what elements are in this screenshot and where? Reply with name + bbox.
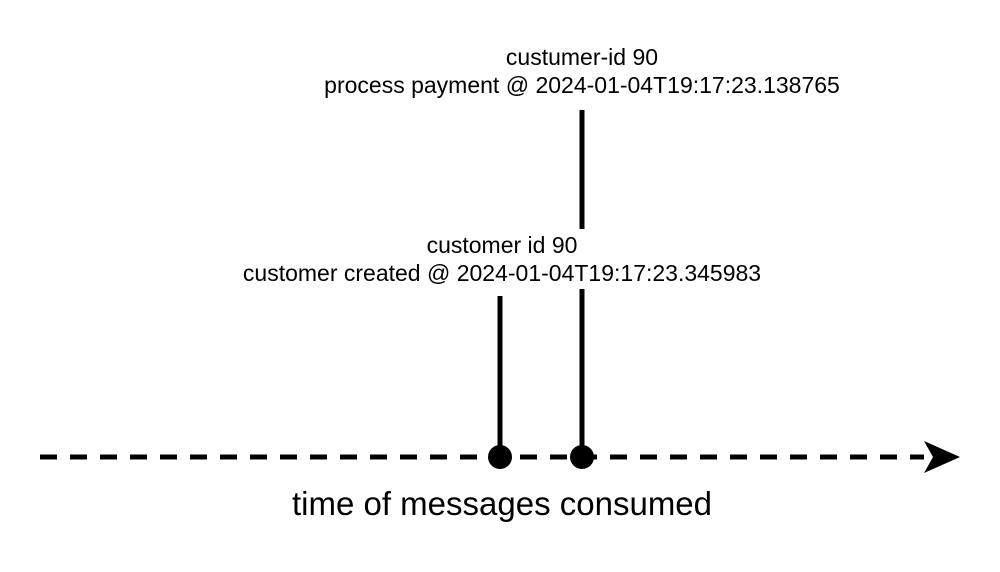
event-label-customer-created: customer id 90 customer created @ 2024-0… <box>238 229 766 289</box>
event-label-process-payment: custumer-id 90 process payment @ 2024-01… <box>320 41 844 101</box>
right-arrowhead-icon <box>924 441 960 473</box>
event-marker-customer-created[interactable] <box>488 445 512 469</box>
event-label-process-payment-detail: process payment @ 2024-01-04T19:17:23.13… <box>324 72 840 98</box>
axis-caption: time of messages consumed <box>291 485 713 522</box>
event-label-customer-created-entity: customer id 90 <box>426 232 578 258</box>
event-label-process-payment-entity: custumer-id 90 <box>505 44 659 70</box>
event-label-customer-created-detail: customer created @ 2024-01-04T19:17:23.3… <box>242 260 762 286</box>
event-marker-process-payment[interactable] <box>570 445 594 469</box>
